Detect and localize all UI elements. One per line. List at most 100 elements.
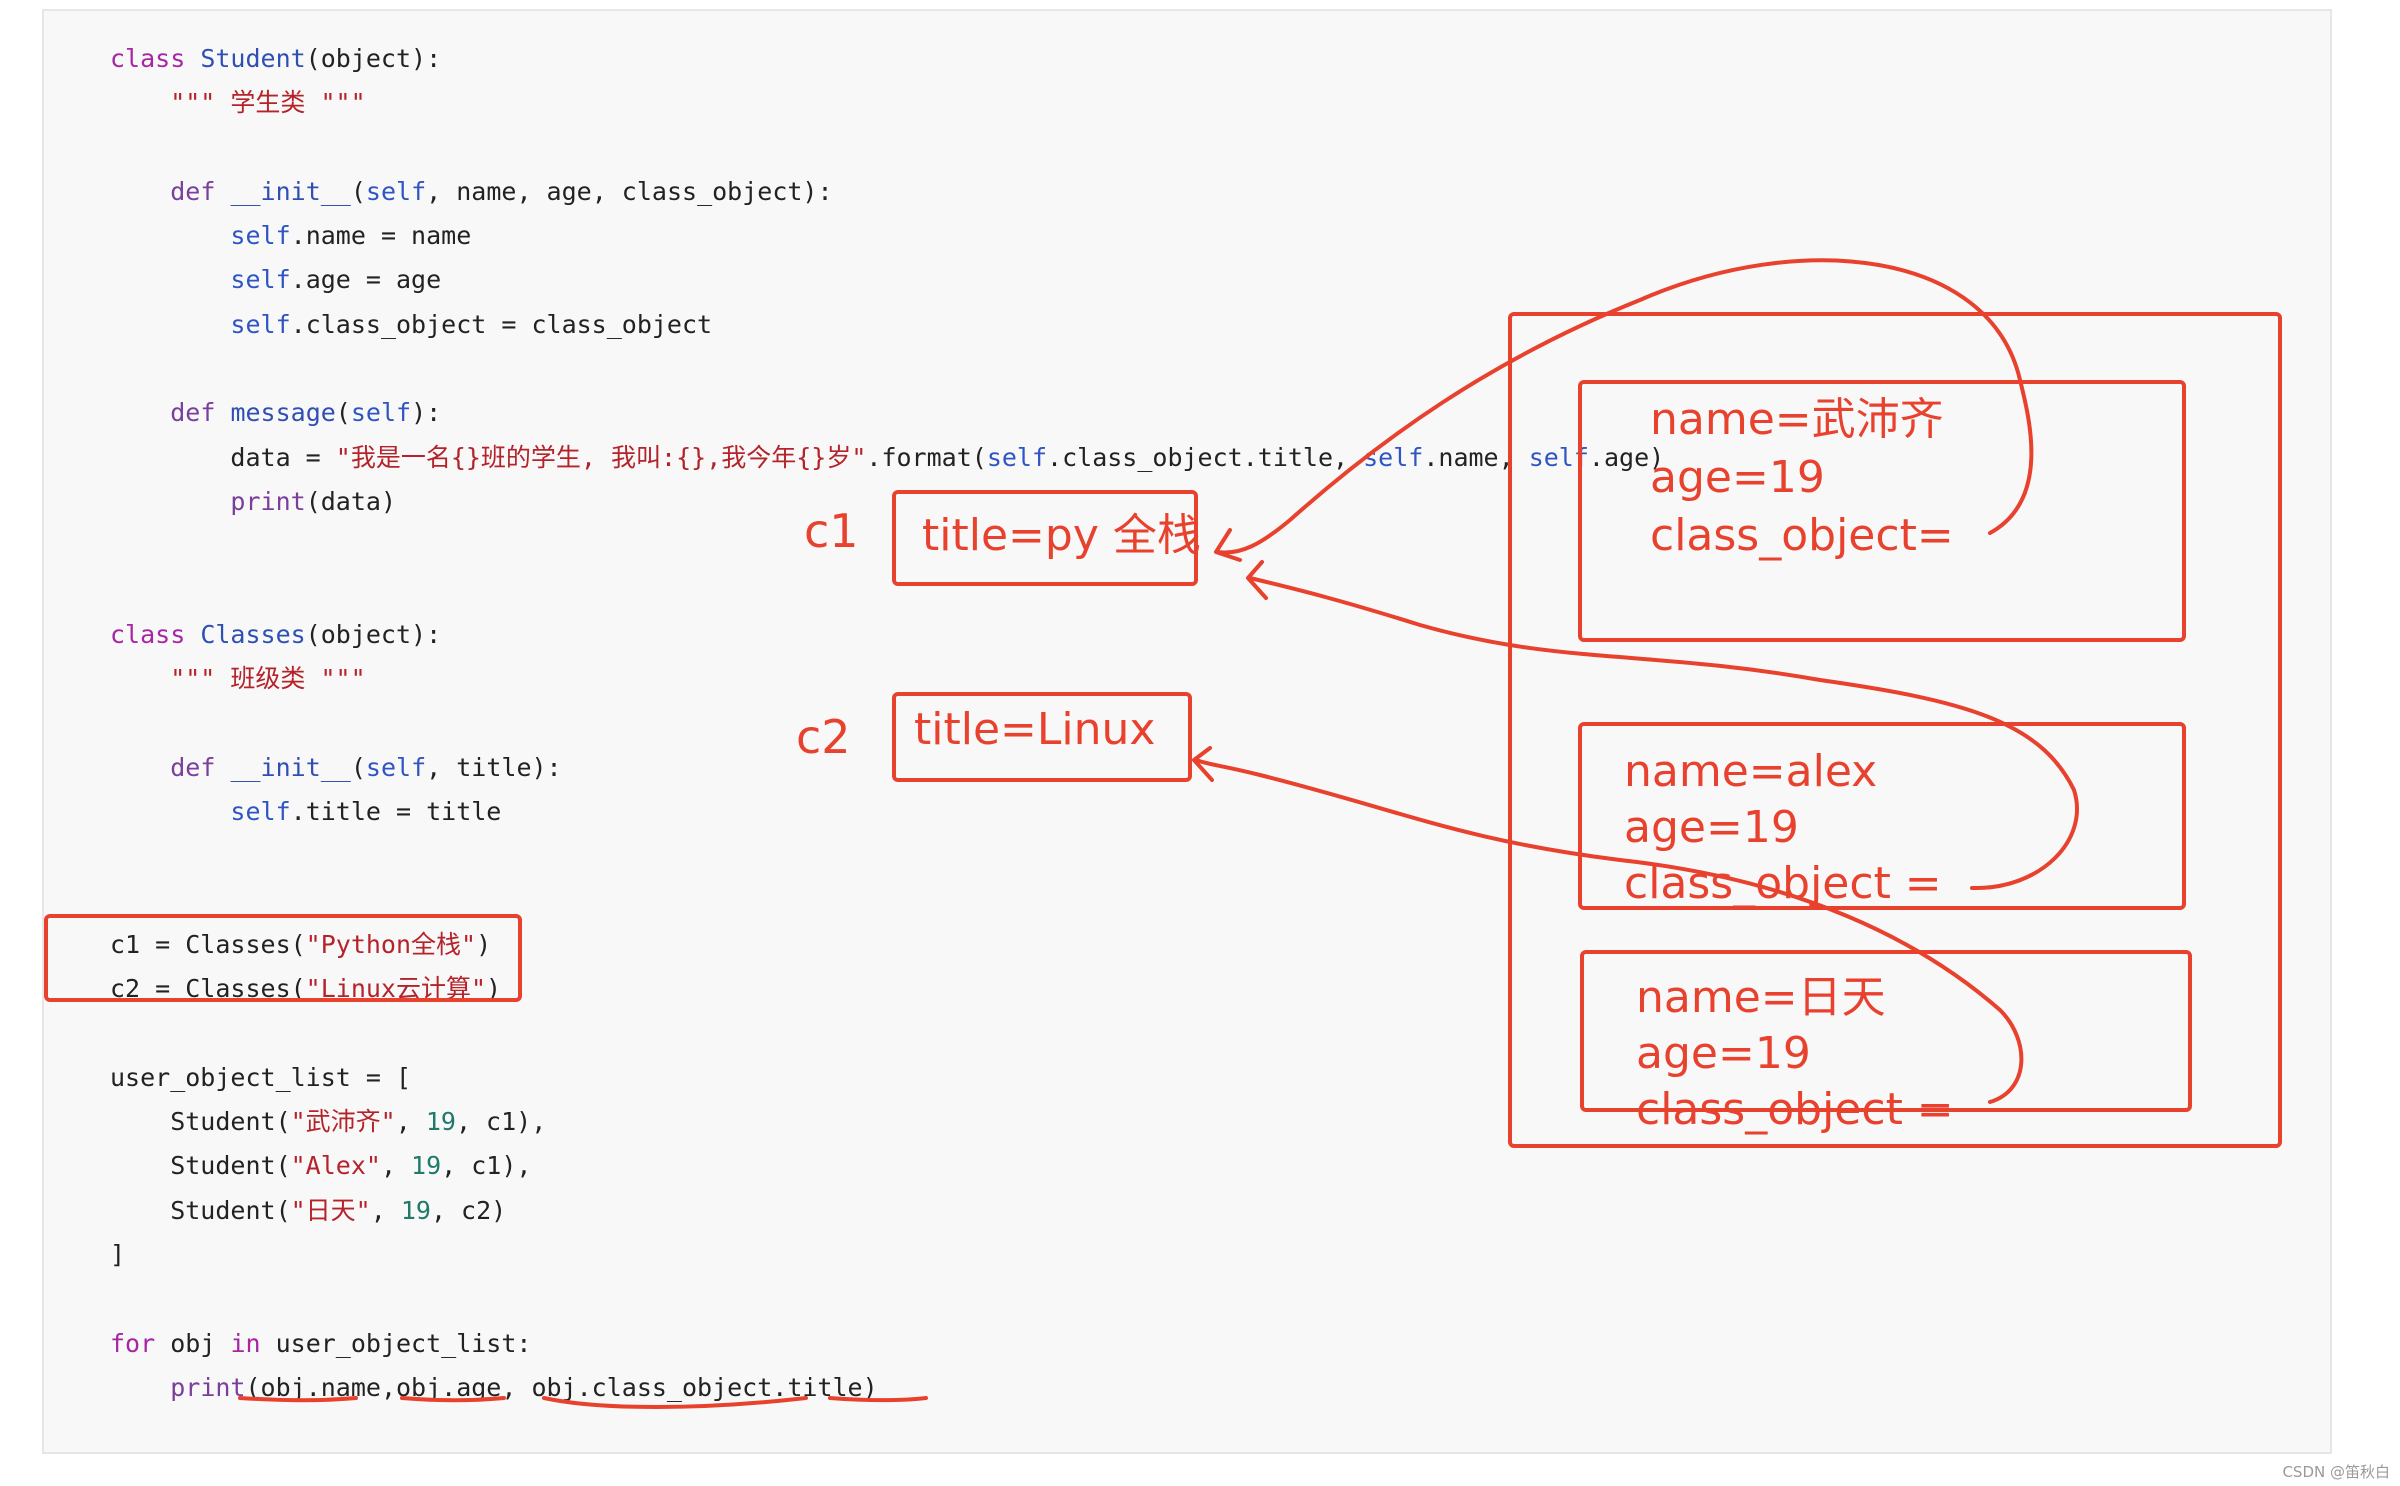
- code-token: ): [486, 974, 502, 1004]
- c2-object-box: [892, 692, 1192, 782]
- student1-name: name=武沛齐: [1650, 394, 1944, 445]
- code-token: ,: [395, 1107, 426, 1137]
- code-token: ,: [380, 1151, 412, 1181]
- code-token: self: [230, 265, 291, 295]
- code-line: print(data): [110, 480, 1664, 524]
- code-token: ,: [370, 1195, 401, 1225]
- code-line: ]: [110, 1233, 1664, 1277]
- code-token: .age): [1588, 442, 1665, 472]
- code-token: self: [230, 221, 291, 251]
- code-line: """ 学生类 """: [110, 81, 1664, 125]
- c1-object-box: [892, 490, 1198, 586]
- code-line: def message(self):: [110, 391, 1664, 435]
- code-line: for obj in user_object_list:: [110, 1322, 1664, 1366]
- code-token: ): [476, 929, 492, 959]
- code-token: print: [230, 486, 306, 516]
- code-line: Student("武沛齐", 19, c1),: [110, 1100, 1664, 1144]
- code-token: , c1),: [455, 1107, 547, 1137]
- code-token: self: [230, 797, 291, 827]
- code-token: self: [350, 398, 412, 428]
- code-line: Student("Alex", 19, c1),: [110, 1144, 1664, 1188]
- code-line: """ 班级类 """: [110, 657, 1664, 701]
- c1-label: c1: [804, 504, 859, 558]
- code-token: , c1),: [441, 1151, 532, 1181]
- student2-age: age=19: [1624, 802, 1799, 853]
- code-line: data = "我是一名{}班的学生, 我叫:{},我今年{}岁".format…: [110, 436, 1664, 480]
- student3-age: age=19: [1636, 1028, 1811, 1079]
- code-token: def: [170, 398, 231, 428]
- arrow-head-c1-b: [1246, 560, 1268, 600]
- code-token: "Python全栈": [305, 929, 477, 959]
- code-token: (object):: [305, 44, 442, 73]
- code-token: for: [110, 1328, 171, 1358]
- code-token: user_object_list = [: [110, 1062, 412, 1092]
- student2-name: name=alex: [1624, 746, 1878, 797]
- code-token: "我是一名{}班的学生, 我叫:{},我今年{}岁": [335, 442, 867, 472]
- student2-box: [1578, 722, 2186, 910]
- underline-title: [828, 1396, 928, 1403]
- code-token: , name, age, class_object):: [426, 176, 833, 206]
- underline-obj-name: [238, 1396, 358, 1403]
- code-line: self.age = age: [110, 258, 1664, 302]
- code-token: Classes: [200, 619, 306, 649]
- code-token: class: [110, 44, 201, 73]
- code-line: self.class_object = class_object: [110, 303, 1664, 347]
- code-token: Student(: [110, 1195, 291, 1225]
- watermark: CSDN @笛秋白: [2282, 1463, 2390, 1481]
- code-token: Student(: [110, 1107, 291, 1137]
- code-line: class Classes(object):: [110, 613, 1664, 657]
- arrow-student1-to-c1: [1216, 258, 2034, 555]
- code-token: (: [350, 176, 366, 206]
- code-line: Student("日天", 19, c2): [110, 1189, 1664, 1233]
- c2-object-text: title=Linux: [914, 704, 1156, 755]
- code-token: Student(: [110, 1151, 291, 1181]
- code-token: class: [110, 619, 201, 649]
- code-line: user_object_list = [: [110, 1056, 1664, 1100]
- code-token: __init__: [230, 752, 351, 782]
- c2-label: c2: [796, 710, 851, 764]
- code-token: self: [1363, 442, 1424, 472]
- code-token: .title = title: [290, 797, 502, 827]
- code-line: self.title = title: [110, 790, 1664, 834]
- code-token: print: [170, 1372, 246, 1402]
- arrow-head-c1-a: [1214, 528, 1242, 562]
- code-token: ]: [110, 1240, 126, 1270]
- code-token: self: [230, 309, 291, 339]
- code-token: (data): [305, 486, 396, 516]
- code-token: 19: [425, 1107, 456, 1137]
- code-token: "武沛齐": [290, 1107, 396, 1137]
- code-line: class Student(object):: [110, 37, 1664, 81]
- code-token: , c2): [430, 1195, 507, 1225]
- code-token: self: [365, 752, 427, 782]
- code-line: print(obj.name,obj.age, obj.class_object…: [110, 1366, 1664, 1410]
- code-line: def __init__(self, name, age, class_obje…: [110, 170, 1664, 214]
- c1-object-text: title=py 全栈: [922, 510, 1201, 561]
- code-token: .class_object.title,: [1047, 442, 1364, 472]
- code-token: def: [170, 752, 231, 782]
- underline-obj-class-object: [542, 1396, 808, 1409]
- code-token: Student: [200, 44, 306, 73]
- code-token: 19: [400, 1195, 431, 1225]
- arrow-student3-to-c2: [1194, 758, 2024, 1104]
- code-token: (object):: [305, 619, 442, 649]
- code-token: 19: [411, 1151, 442, 1181]
- code-token: data =: [110, 442, 336, 472]
- code-token: .class_object = class_object: [290, 309, 713, 339]
- code-token: "Alex": [290, 1151, 381, 1181]
- code-token: __init__: [230, 176, 351, 206]
- code-token: c1 = Classes(: [110, 929, 306, 959]
- code-token: .format(: [866, 442, 987, 472]
- arrow-head-c2: [1192, 746, 1214, 782]
- code-token: (: [350, 752, 366, 782]
- c1-c2-highlight-box: [44, 914, 522, 1002]
- arrow-student2-to-c1: [1248, 576, 2079, 891]
- student-list-box: [1508, 312, 2282, 1148]
- code-token: """ 学生类 """: [110, 88, 366, 118]
- code-block: class Student(object): """ 学生类 """ def _…: [110, 37, 1664, 1410]
- code-token: def: [170, 176, 231, 206]
- code-token: (obj.name,obj.age, obj.class_object.titl…: [245, 1372, 878, 1402]
- code-line: def __init__(self, title):: [110, 746, 1664, 790]
- code-token: (: [335, 398, 351, 428]
- code-token: , title):: [426, 752, 562, 782]
